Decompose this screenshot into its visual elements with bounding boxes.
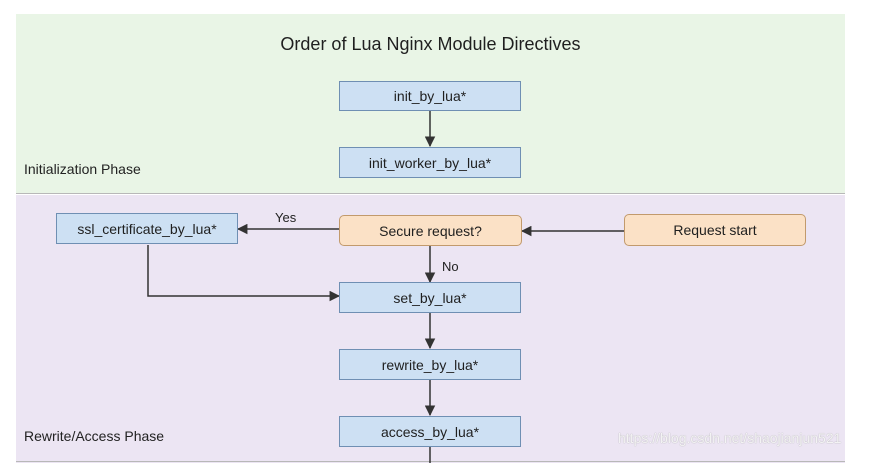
- edge-label-yes: Yes: [275, 210, 297, 225]
- node-access-by-lua: access_by_lua*: [339, 416, 521, 447]
- source-watermark: https://blog.csdn.net/shaojianjun521: [618, 430, 842, 446]
- initialization-phase-label: Initialization Phase: [24, 161, 141, 177]
- diagram-title: Order of Lua Nginx Module Directives: [280, 34, 581, 54]
- node-init-by-lua: init_by_lua*: [339, 81, 521, 111]
- edge-ssl-to-set: [147, 245, 341, 302]
- edge-label-no: No: [442, 259, 459, 274]
- node-set-by-lua: set_by_lua*: [339, 282, 521, 313]
- node-rewrite-by-lua: rewrite_by_lua*: [339, 349, 521, 380]
- rewrite-access-phase-label: Rewrite/Access Phase: [24, 428, 165, 444]
- node-ssl-certificate-by-lua: ssl_certificate_by_lua*: [56, 213, 238, 244]
- node-secure-request-decision: Secure request?: [339, 215, 522, 246]
- node-init-worker-by-lua: init_worker_by_lua*: [339, 147, 521, 178]
- node-request-start: Request start: [624, 214, 806, 246]
